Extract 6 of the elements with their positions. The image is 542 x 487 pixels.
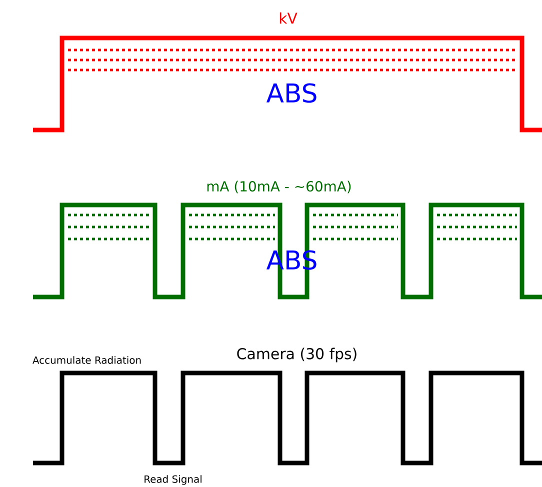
signal-label: Camera (30 fps): [237, 348, 356, 362]
phase-label: Accumulate Radiation: [32, 356, 141, 364]
signal-label: kV: [280, 12, 298, 24]
phase-label: Read Signal: [144, 475, 202, 485]
signal-label: mA (10mA - ~60mA): [207, 180, 351, 194]
signal-label: ABS: [266, 83, 316, 103]
